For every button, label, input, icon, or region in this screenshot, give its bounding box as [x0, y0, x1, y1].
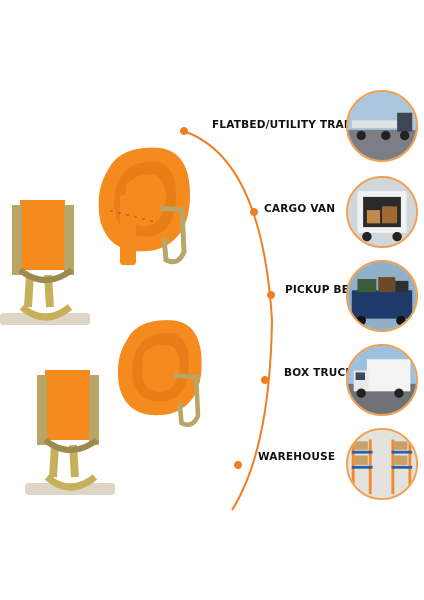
timeline-dot-2 — [250, 208, 258, 216]
flatbed-trailer-photo — [346, 90, 418, 162]
ratchet-bottom — [25, 370, 115, 495]
warehouse-photo — [346, 428, 418, 500]
timeline-dot-3 — [267, 291, 275, 299]
timeline-dot-1 — [180, 127, 188, 135]
use-label-pickup-bed: PICKUP BED — [285, 284, 359, 296]
timeline-dot-5 — [234, 461, 242, 469]
use-label-warehouse: WAREHOUSE — [258, 451, 336, 463]
box-truck-photo — [346, 344, 418, 416]
ratchet-top — [0, 200, 90, 325]
timeline-dot-4 — [261, 376, 269, 384]
use-label-cargo-van: CARGO VAN — [264, 203, 336, 215]
use-label-flatbed: FLATBED/UTILITY TRAILER — [212, 119, 371, 131]
use-label-box-truck: BOX TRUCK — [284, 367, 354, 379]
coiled-strap-top — [98, 147, 190, 265]
pickup-bed-photo — [346, 260, 418, 332]
coiled-strap-bottom — [117, 320, 202, 428]
cargo-van-photo — [346, 176, 418, 248]
